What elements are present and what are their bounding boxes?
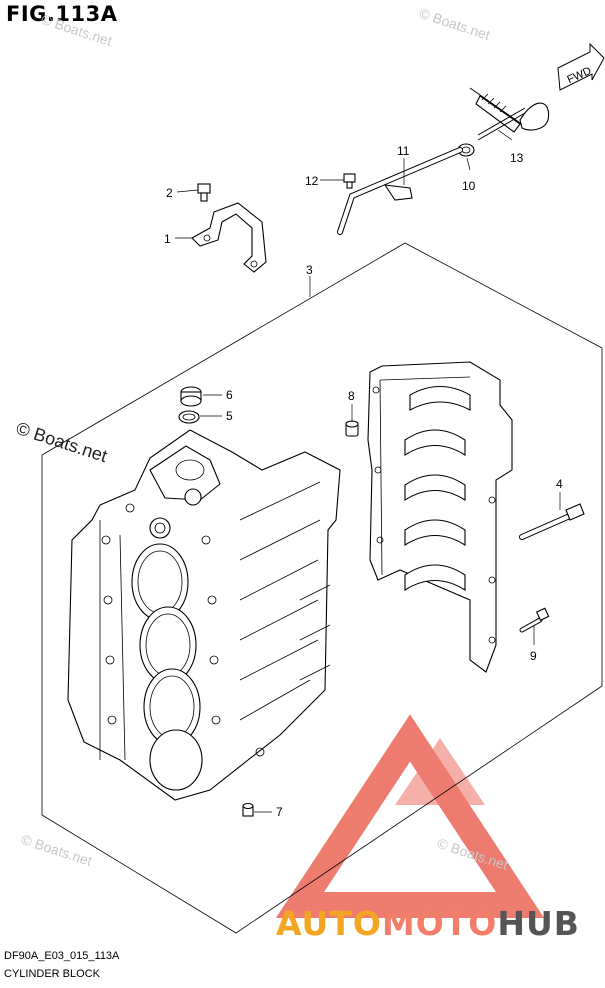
callout-6: 6 (226, 388, 233, 402)
plug-6-icon (180, 386, 202, 407)
brand-wordmark: AUTOMOTOHUB (276, 904, 580, 943)
brand-part-3: HUB (497, 904, 580, 943)
callout-3: 3 (306, 263, 313, 277)
bolt-2-icon (197, 183, 211, 202)
bracket-icon (191, 202, 267, 273)
callout-8: 8 (348, 389, 355, 403)
plug-7-icon (242, 802, 254, 817)
callout-numbers: 13 10 11 12 2 1 3 6 5 8 4 9 7 (164, 144, 563, 819)
figure-caption: CYLINDER BLOCK (4, 968, 100, 980)
callout-5: 5 (226, 409, 233, 423)
callout-10: 10 (462, 179, 476, 193)
crankcase-icon (367, 361, 513, 673)
bolt-12-icon (343, 173, 356, 189)
brand-part-2: MOTO (381, 904, 498, 943)
automotohub-logo (275, 714, 545, 918)
assembly-frame (41, 242, 603, 934)
callout-2: 2 (166, 186, 173, 200)
callout-11: 11 (397, 144, 410, 158)
callout-12: 12 (305, 174, 319, 188)
figure-code: DF90A_E03_015_113A (4, 950, 120, 962)
callout-1: 1 (164, 232, 171, 246)
fwd-arrow-icon: FWD (557, 42, 605, 91)
bolt-4-icon (519, 503, 585, 540)
cylinder-block-icon (67, 429, 341, 801)
hose-icon (469, 87, 550, 141)
callout-7: 7 (276, 805, 283, 819)
dowel-pin-icon (345, 420, 359, 437)
callout-13: 13 (510, 151, 524, 165)
brand-part-1: AUTO (276, 904, 382, 943)
pipe-icon (337, 147, 463, 235)
callout-4: 4 (556, 477, 563, 491)
leader-lines (175, 129, 561, 813)
bolt-9-icon (519, 607, 550, 633)
gasket-5-icon (178, 410, 200, 424)
figure-title: FIG.113A (6, 2, 118, 26)
callout-9: 9 (530, 649, 537, 663)
